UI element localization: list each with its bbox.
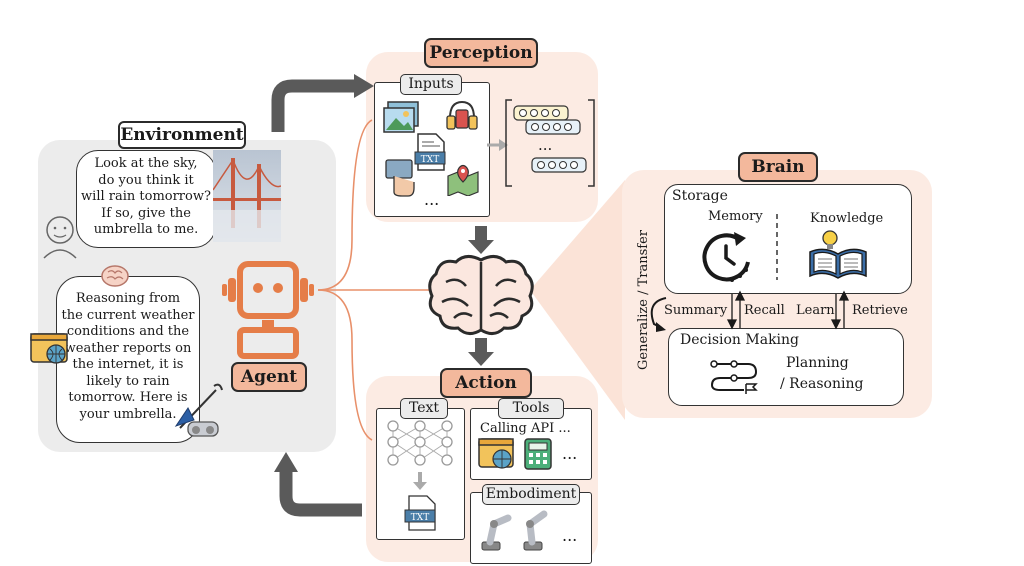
embodiment-label: Embodiment bbox=[482, 484, 580, 505]
user-message: Look at the sky, do you think it will ra… bbox=[81, 156, 211, 237]
brain-title: Brain bbox=[738, 152, 818, 182]
learn-label: Learn bbox=[796, 303, 835, 318]
knowledge-book-icon bbox=[809, 230, 867, 279]
memory-label: Memory bbox=[708, 209, 763, 224]
recall-label: Recall bbox=[744, 303, 785, 318]
small-brain-icon bbox=[101, 265, 129, 287]
summary-label: Summary bbox=[664, 303, 728, 318]
action-txt-icon-label: TXT bbox=[411, 513, 429, 523]
headphone-icon bbox=[446, 100, 478, 130]
map-location-icon bbox=[447, 164, 479, 196]
txt-icon-label: TXT bbox=[421, 155, 439, 165]
knowledge-label: Knowledge bbox=[810, 211, 884, 226]
planning-label: Planning bbox=[786, 355, 849, 371]
decision-making-label: Decision Making bbox=[680, 332, 800, 348]
robot-umbrella-icon bbox=[174, 383, 223, 437]
calculator-icon bbox=[524, 438, 552, 470]
decision-making-box bbox=[668, 328, 904, 406]
txt-document-icon: TXT bbox=[414, 133, 446, 171]
planning-path-icon bbox=[710, 360, 758, 394]
foggy-bridge-photo bbox=[213, 150, 281, 242]
storage-box bbox=[664, 184, 912, 294]
agent-robot-icon bbox=[222, 261, 314, 359]
perception-title: Perception bbox=[424, 38, 538, 68]
text-label: Text bbox=[400, 398, 448, 419]
brain-beam bbox=[530, 180, 625, 420]
image-icon bbox=[383, 101, 419, 133]
reasoning-label: / Reasoning bbox=[780, 376, 864, 392]
user-face-icon bbox=[43, 216, 77, 259]
encode-arrow bbox=[487, 139, 508, 151]
neural-network-icon: TXT bbox=[387, 420, 453, 531]
storage-divider bbox=[776, 214, 778, 280]
calling-api-text: Calling API ... bbox=[480, 421, 571, 436]
central-brain-icon bbox=[428, 255, 534, 335]
inputs-ellipsis: ... bbox=[424, 190, 440, 209]
robot-arm-icon bbox=[481, 510, 548, 551]
touch-keyboard-icon bbox=[385, 159, 415, 197]
tools-label: Tools bbox=[498, 398, 564, 419]
web-api-icon bbox=[478, 438, 514, 469]
storage-decision-arrows bbox=[650, 290, 850, 332]
embedding-ellipsis: ... bbox=[538, 136, 553, 154]
agent-label: Agent bbox=[231, 362, 307, 392]
agent-message: Reasoning from the current weather condi… bbox=[61, 291, 195, 422]
memory-clock-icon bbox=[702, 232, 750, 282]
generalize-transfer-label: Generalize / Transfer bbox=[636, 229, 651, 370]
environment-title: Environment bbox=[118, 121, 246, 149]
inputs-label: Inputs bbox=[400, 74, 462, 95]
embodiment-ellipsis: ... bbox=[562, 526, 578, 545]
web-browser-icon bbox=[30, 333, 68, 364]
tools-ellipsis: ... bbox=[562, 444, 578, 463]
agent-speech-bubble bbox=[56, 276, 200, 443]
retrieve-label: Retrieve bbox=[852, 303, 908, 318]
embedding-vectors bbox=[505, 99, 595, 187]
storage-label: Storage bbox=[672, 188, 728, 204]
action-title: Action bbox=[440, 368, 532, 398]
